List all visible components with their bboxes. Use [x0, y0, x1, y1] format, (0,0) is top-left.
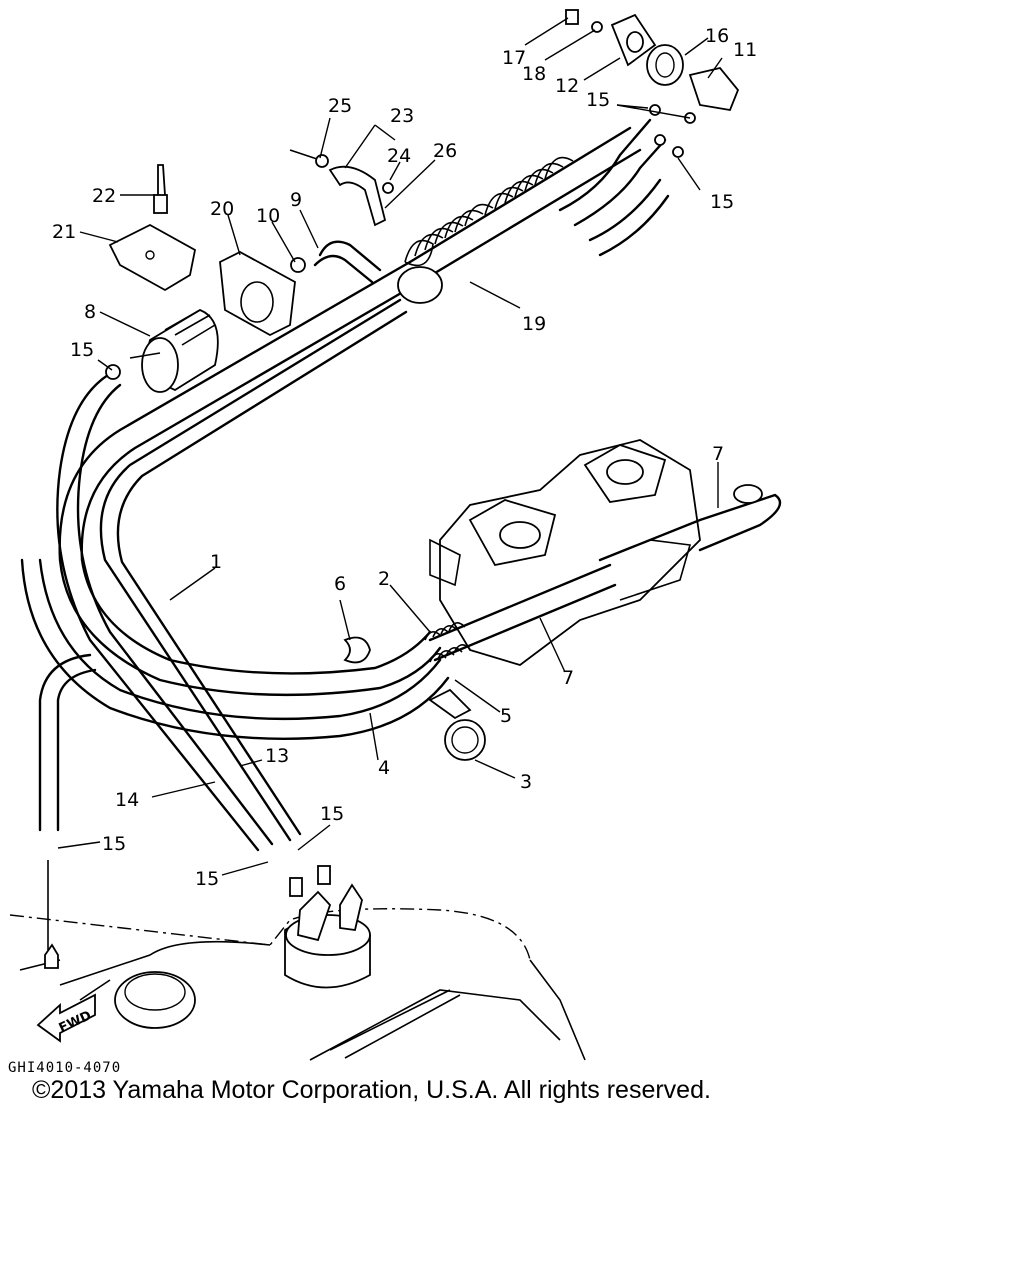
hose-9	[313, 240, 382, 284]
parts-diagram: FWD 1 2	[9, 9, 782, 1061]
callout-21: 21	[52, 221, 76, 243]
bracket-20	[219, 250, 296, 337]
callout-15d: 15	[102, 833, 126, 855]
callout-18: 18	[522, 63, 546, 85]
leader-lines	[57, 17, 723, 876]
carburetor-assembly	[429, 439, 701, 666]
clip-10	[290, 257, 306, 273]
callout-14: 14	[115, 789, 139, 811]
callout-23: 23	[390, 105, 414, 127]
callout-15c: 15	[710, 191, 734, 213]
callout-16: 16	[705, 25, 729, 47]
callout-7b: 7	[562, 667, 574, 689]
callout-9: 9	[290, 189, 302, 211]
callout-7a: 7	[712, 443, 724, 465]
callout-6: 6	[334, 573, 346, 595]
pin-22	[153, 164, 168, 214]
callout-20: 20	[210, 198, 234, 220]
callout-15f: 15	[195, 868, 219, 890]
callout-1: 1	[210, 551, 222, 573]
callout-15a: 15	[70, 339, 94, 361]
hose-bundle-rear	[408, 118, 670, 284]
fitting-assembly	[565, 9, 740, 158]
fuel-tank	[9, 865, 586, 1061]
clamp-3	[428, 688, 486, 761]
callout-4: 4	[378, 757, 390, 779]
callout-15e: 15	[320, 803, 344, 825]
callout-19: 19	[522, 313, 546, 335]
fwd-arrow: FWD	[36, 993, 96, 1043]
callout-26: 26	[433, 140, 457, 162]
drawing-id: GHI4010-4070	[8, 1060, 122, 1076]
bracket-21	[108, 223, 197, 292]
callout-11: 11	[733, 39, 757, 61]
hose-4	[20, 558, 450, 740]
callout-5: 5	[500, 705, 512, 727]
callout-24: 24	[387, 145, 411, 167]
band-23	[289, 149, 394, 227]
callout-22: 22	[92, 185, 116, 207]
vent-hose	[38, 653, 97, 950]
callout-12: 12	[555, 75, 579, 97]
callout-25: 25	[328, 95, 352, 117]
fuel-filter-8	[105, 308, 219, 393]
hose-13	[99, 298, 408, 842]
hose-2-5	[424, 484, 782, 663]
callout-10: 10	[256, 205, 280, 227]
callout-labels: 1 2 3 4 5 6 7 7 8 9 10 11 12 13 14 15 15…	[52, 25, 757, 890]
hose-14	[56, 373, 274, 852]
protector-coil-19	[397, 156, 574, 304]
callout-8: 8	[84, 301, 96, 323]
callout-2: 2	[378, 568, 390, 590]
copyright-notice: ©2013 Yamaha Motor Corporation, U.S.A. A…	[32, 1076, 711, 1104]
callout-3: 3	[520, 771, 532, 793]
callout-17: 17	[502, 47, 526, 69]
callout-15b: 15	[586, 89, 610, 111]
clip-6	[343, 636, 371, 664]
callout-13: 13	[265, 745, 289, 767]
